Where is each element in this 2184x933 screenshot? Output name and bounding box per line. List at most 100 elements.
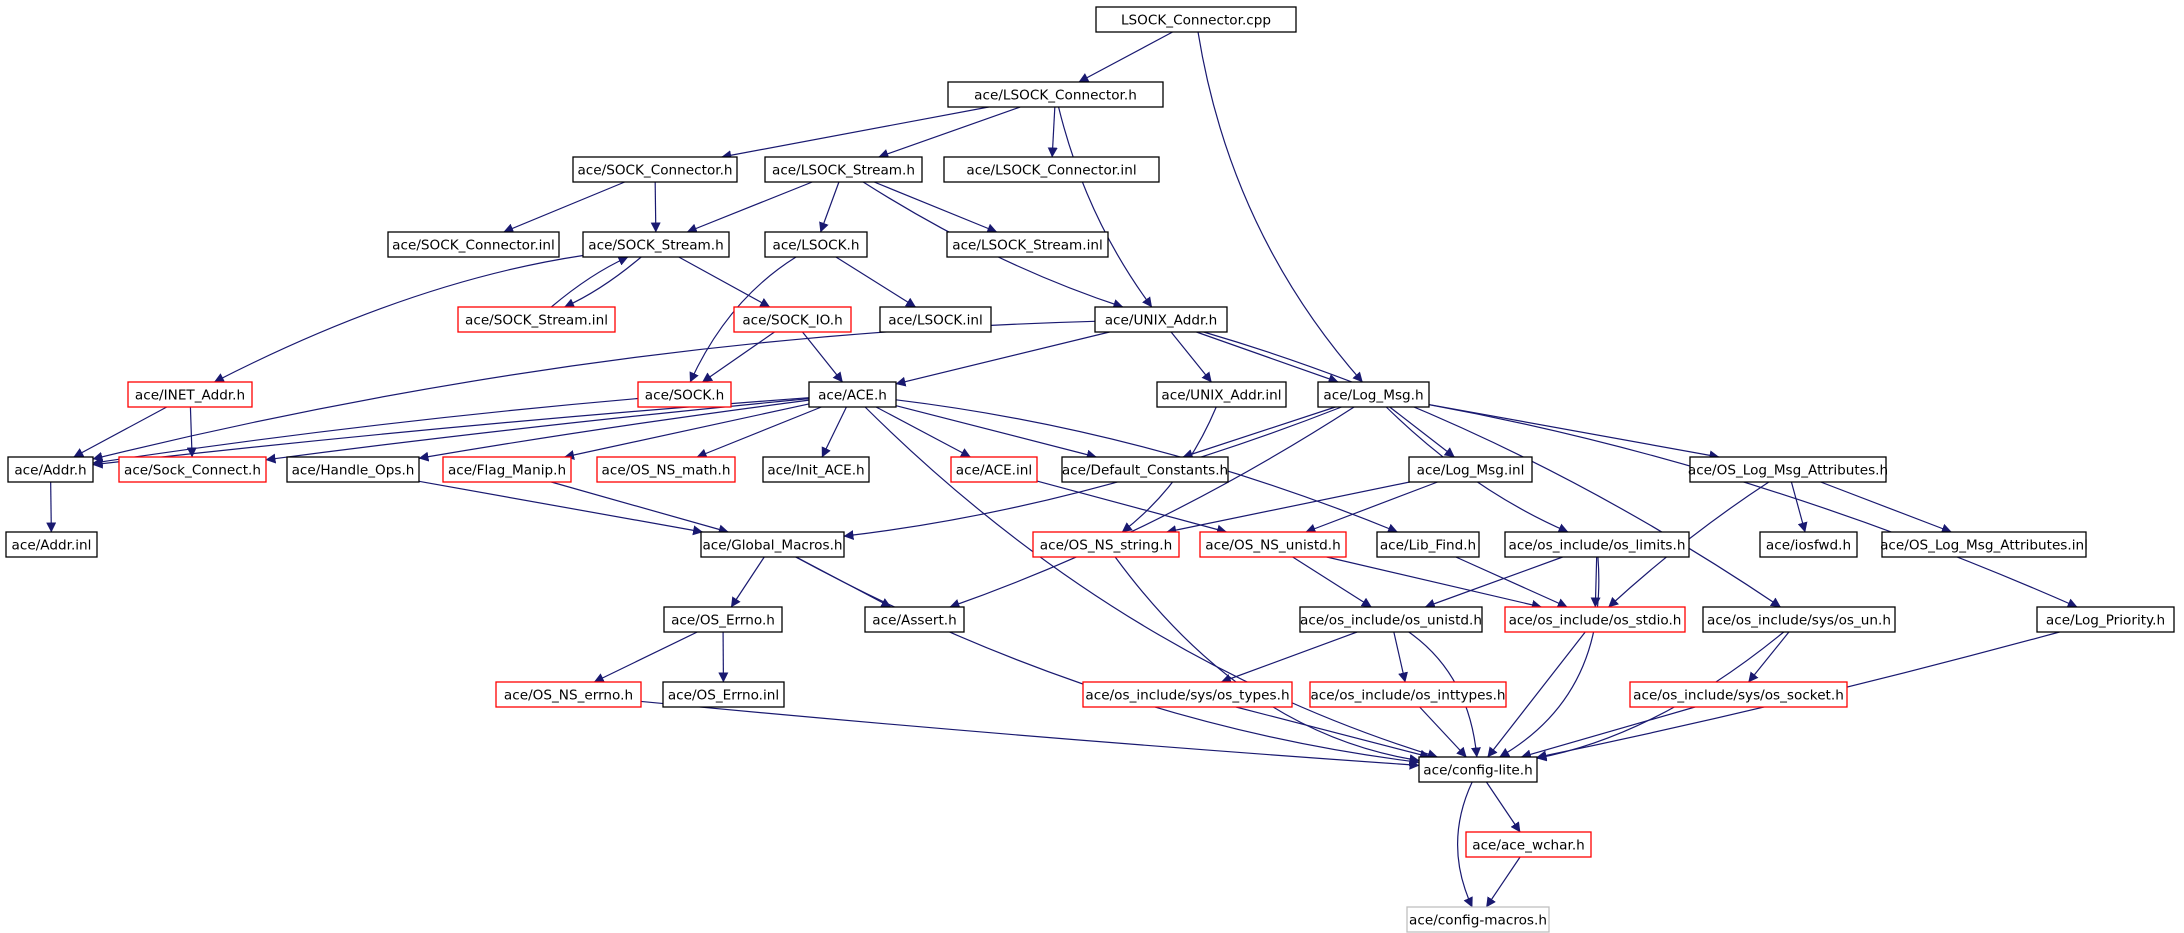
node-box[interactable] xyxy=(1504,606,1686,633)
node-os-socket-h[interactable]: ace/os_include/sys/os_socket.h xyxy=(1629,681,1848,708)
node-handle-ops-h[interactable]: ace/Handle_Ops.h xyxy=(286,456,420,483)
node-box[interactable] xyxy=(946,231,1109,258)
node-lsock-stream-inl[interactable]: ace/LSOCK_Stream.inl xyxy=(946,231,1109,258)
node-flag-manip-h[interactable]: ace/Flag_Manip.h xyxy=(442,456,572,483)
node-os-errno-h[interactable]: ace/OS_Errno.h xyxy=(663,606,783,633)
node-box[interactable] xyxy=(2036,606,2175,633)
node-box[interactable] xyxy=(1406,906,1550,933)
node-sock-h[interactable]: ace/SOCK.h xyxy=(637,381,732,408)
node-box[interactable] xyxy=(1309,681,1507,708)
node-inet-addr-h[interactable]: ace/INET_Addr.h xyxy=(127,381,253,408)
node-box[interactable] xyxy=(118,456,267,483)
node-box[interactable] xyxy=(7,456,94,483)
node-box[interactable] xyxy=(1082,681,1293,708)
node-unix-addr-inl[interactable]: ace/UNIX_Addr.inl xyxy=(1156,381,1287,408)
node-sock-connector-h[interactable]: ace/SOCK_Connector.h xyxy=(572,156,738,183)
node-os-stdio-h[interactable]: ace/os_include/os_stdio.h xyxy=(1504,606,1686,633)
node-box[interactable] xyxy=(733,306,852,333)
node-os-limits-h[interactable]: ace/os_include/os_limits.h xyxy=(1504,531,1690,558)
node-box[interactable] xyxy=(596,456,736,483)
node-default-constants-h[interactable]: ace/Default_Constants.h xyxy=(1061,456,1229,483)
node-sock-stream-h[interactable]: ace/SOCK_Stream.h xyxy=(582,231,730,258)
node-os-ns-unistd-h[interactable]: ace/OS_NS_unistd.h xyxy=(1199,531,1347,558)
node-os-types-h[interactable]: ace/os_include/sys/os_types.h xyxy=(1082,681,1293,708)
node-os-log-msg-attributes-h[interactable]: ace/OS_Log_Msg_Attributes.h xyxy=(1688,456,1888,483)
node-lsock-connector-inl[interactable]: ace/LSOCK_Connector.inl xyxy=(943,156,1160,183)
node-box[interactable] xyxy=(1299,606,1483,633)
node-box[interactable] xyxy=(700,531,845,558)
node-box[interactable] xyxy=(286,456,420,483)
node-box[interactable] xyxy=(1095,6,1297,33)
node-config-lite-h[interactable]: ace/config-lite.h xyxy=(1418,756,1538,783)
node-box[interactable] xyxy=(495,681,642,708)
node-unix-addr-h[interactable]: ace/UNIX_Addr.h xyxy=(1094,306,1228,333)
node-box[interactable] xyxy=(943,156,1160,183)
node-init-ace-h[interactable]: ace/Init_ACE.h xyxy=(762,456,870,483)
node-box[interactable] xyxy=(1094,306,1228,333)
node-box[interactable] xyxy=(1408,456,1533,483)
node-box[interactable] xyxy=(950,456,1038,483)
node-addr-h[interactable]: ace/Addr.h xyxy=(7,456,94,483)
node-box[interactable] xyxy=(864,606,965,633)
node-box[interactable] xyxy=(582,231,730,258)
node-box[interactable] xyxy=(1881,531,2087,558)
node-box[interactable] xyxy=(1465,831,1592,858)
node-ace-wchar-h[interactable]: ace/ace_wchar.h xyxy=(1465,831,1592,858)
node-box[interactable] xyxy=(5,531,98,558)
node-box[interactable] xyxy=(947,81,1164,108)
node-global-macros-h[interactable]: ace/Global_Macros.h xyxy=(700,531,845,558)
node-box[interactable] xyxy=(762,456,870,483)
node-box[interactable] xyxy=(662,681,785,708)
node-box[interactable] xyxy=(663,606,783,633)
node-sock-stream-inl[interactable]: ace/SOCK_Stream.inl xyxy=(457,306,616,333)
node-iosfwd-h[interactable]: ace/iosfwd.h xyxy=(1759,531,1858,558)
node-box[interactable] xyxy=(1032,531,1180,558)
node-log-msg-h[interactable]: ace/Log_Msg.h xyxy=(1317,381,1430,408)
node-box[interactable] xyxy=(1156,381,1287,408)
node-lsock-connector-h[interactable]: ace/LSOCK_Connector.h xyxy=(947,81,1164,108)
node-ace-h[interactable]: ace/ACE.h xyxy=(808,381,897,408)
node-box[interactable] xyxy=(1061,456,1229,483)
node-os-ns-errno-h[interactable]: ace/OS_NS_errno.h xyxy=(495,681,642,708)
node-box[interactable] xyxy=(1376,531,1480,558)
node-box[interactable] xyxy=(1199,531,1347,558)
node-sock-connector-inl[interactable]: ace/SOCK_Connector.inl xyxy=(387,231,560,258)
node-log-msg-inl[interactable]: ace/Log_Msg.inl xyxy=(1408,456,1533,483)
node-box[interactable] xyxy=(1759,531,1858,558)
node-box[interactable] xyxy=(764,156,923,183)
node-os-un-h[interactable]: ace/os_include/sys/os_un.h xyxy=(1702,606,1896,633)
node-os-ns-math-h[interactable]: ace/OS_NS_math.h xyxy=(596,456,736,483)
node-box[interactable] xyxy=(457,306,616,333)
node-box[interactable] xyxy=(1702,606,1896,633)
node-box[interactable] xyxy=(808,381,897,408)
node-os-errno-inl[interactable]: ace/OS_Errno.inl xyxy=(662,681,785,708)
node-config-macros-h[interactable]: ace/config-macros.h xyxy=(1406,906,1550,933)
node-box[interactable] xyxy=(764,231,868,258)
node-box[interactable] xyxy=(127,381,253,408)
node-lib-find-h[interactable]: ace/Lib_Find.h xyxy=(1376,531,1480,558)
node-os-ns-string-h[interactable]: ace/OS_NS_string.h xyxy=(1032,531,1180,558)
node-lsock-h[interactable]: ace/LSOCK.h xyxy=(764,231,868,258)
node-log-priority-h[interactable]: ace/Log_Priority.h xyxy=(2036,606,2175,633)
node-assert-h[interactable]: ace/Assert.h xyxy=(864,606,965,633)
node-lsock-inl[interactable]: ace/LSOCK.inl xyxy=(879,306,992,333)
node-box[interactable] xyxy=(572,156,738,183)
node-box[interactable] xyxy=(1689,456,1887,483)
node-sock-io-h[interactable]: ace/SOCK_IO.h xyxy=(733,306,852,333)
node-os-log-msg-attributes-inl[interactable]: ace/OS_Log_Msg_Attributes.inl xyxy=(1880,531,2088,558)
node-os-unistd-h[interactable]: ace/os_include/os_unistd.h xyxy=(1299,606,1483,633)
node-os-inttypes-h[interactable]: ace/os_include/os_inttypes.h xyxy=(1309,681,1507,708)
node-box[interactable] xyxy=(1418,756,1538,783)
node-box[interactable] xyxy=(637,381,732,408)
node-box[interactable] xyxy=(442,456,572,483)
node-box[interactable] xyxy=(1629,681,1848,708)
node-box[interactable] xyxy=(387,231,560,258)
node-lsock-stream-h[interactable]: ace/LSOCK_Stream.h xyxy=(764,156,923,183)
node-box[interactable] xyxy=(1317,381,1430,408)
node-addr-inl[interactable]: ace/Addr.inl xyxy=(5,531,98,558)
node-box[interactable] xyxy=(1504,531,1690,558)
node-root[interactable]: LSOCK_Connector.cpp xyxy=(1095,6,1297,33)
node-ace-inl[interactable]: ace/ACE.inl xyxy=(950,456,1038,483)
node-box[interactable] xyxy=(879,306,992,333)
node-sock-connect-h[interactable]: ace/Sock_Connect.h xyxy=(118,456,267,483)
